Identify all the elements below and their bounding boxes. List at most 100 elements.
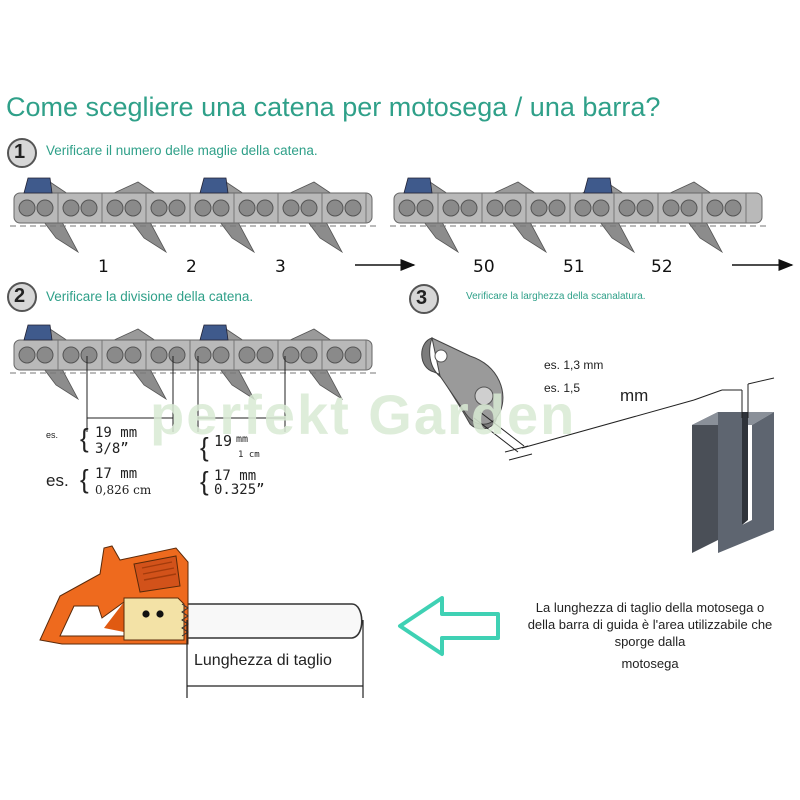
chain-body [13,339,373,371]
rivet [194,199,212,217]
groove-unit: mm [620,386,649,405]
rivet [194,346,212,364]
rivet [62,199,80,217]
rivet [18,199,36,217]
rivet [36,346,54,364]
page-title: Come scegliere una catena per motosega /… [6,92,661,122]
pitch-d-mm: 17 mm [214,468,257,484]
rivet [212,199,230,217]
pitch-c-mm: 17 mm [95,466,138,482]
rivet [150,346,168,364]
step-badge-3 [409,284,439,314]
cutter-tooth [199,324,229,341]
rivet [460,199,478,217]
chain-row-1-left [10,177,380,254]
cutter-tooth [199,177,229,194]
cutting-length-note: La lunghezza di taglio della motosega o … [502,599,798,650]
cutter-tooth [23,177,53,194]
pitch-d-inch: 0.325” [214,482,265,498]
rivet [18,346,36,364]
rivet [398,199,416,217]
pitch-a-mm: 19 mm [95,425,138,441]
step-1-text: Verificare il numero delle maglie della … [46,143,318,158]
cutter-tooth [403,177,433,194]
rivet [504,199,522,217]
rivet [662,199,680,217]
top-strap [287,328,334,342]
pitch-es-large: es. [46,471,69,490]
rivet [124,199,142,217]
chain-row-2 [10,324,380,401]
link-number-1: 1 [98,257,109,277]
rivet [530,199,548,217]
rivet [106,346,124,364]
cutter-tooth [583,177,613,194]
link-number-3: 3 [275,257,286,277]
pitch-b-unit: mm [236,434,249,445]
brace-icon-c: { [80,464,89,494]
cutting-length-label: Lunghezza di taglio [194,652,332,669]
top-strap [667,181,714,195]
rivet [168,346,186,364]
chain-row-1-right [390,177,770,254]
rivet [574,199,592,217]
rivet [344,346,362,364]
note-line-2: della barra di guida è l'area utilizzabi… [527,617,773,632]
top-strap [287,181,334,195]
rivet [238,346,256,364]
rivet [416,199,434,217]
link-number-50: 50 [473,257,495,277]
rivet [80,346,98,364]
rivet [680,199,698,217]
drive-link-part [421,337,533,461]
groove-example-b: es. 1,5 [544,381,581,395]
top-strap [111,328,158,342]
rivet [548,199,566,217]
note-line-4: motosega [621,656,679,671]
rivet [636,199,654,217]
step-3-number: 3 [416,287,428,309]
left-arrow-icon [398,596,500,656]
rivet [344,199,362,217]
bar-groove-profile [521,377,775,553]
rivet [486,199,504,217]
rivet [62,346,80,364]
cutting-length-bracket [186,620,364,698]
pitch-b-cm: 1 cm [238,450,260,460]
brace-icon-d: { [200,466,209,496]
rivet [300,346,318,364]
rivet [282,346,300,364]
pitch-measure-b [197,356,286,432]
rivet [282,199,300,217]
rivet [124,346,142,364]
rivet [256,199,274,217]
watermark-logo: perfekt Garden [150,383,577,446]
groove-example-a: es. 1,3 mm [544,358,604,372]
note-line-3: sporge dalla [614,634,686,649]
brace-icon-b: { [200,432,209,462]
rivet [300,199,318,217]
pitch-measure-a [86,356,174,432]
rivet [618,199,636,217]
chain-body [13,192,373,224]
rivet [150,199,168,217]
rivet [36,199,54,217]
link-number-2: 2 [186,257,197,277]
rivet [80,199,98,217]
top-strap [491,181,538,195]
chainsaw-illustration [39,545,363,645]
step-3-text: Verificare la larghezza della scanalatur… [466,291,646,302]
rivet [168,199,186,217]
pitch-a-inch: 3/8” [95,441,129,457]
rivet [238,199,256,217]
brace-icon-a: { [80,423,89,453]
rivet [256,346,274,364]
pitch-c-cm: 0,826 cm [95,483,152,497]
rivet [326,346,344,364]
link-number-51: 51 [563,257,585,277]
rivet [592,199,610,217]
step-badge-2 [7,282,37,312]
rivet [326,199,344,217]
rivet [706,199,724,217]
